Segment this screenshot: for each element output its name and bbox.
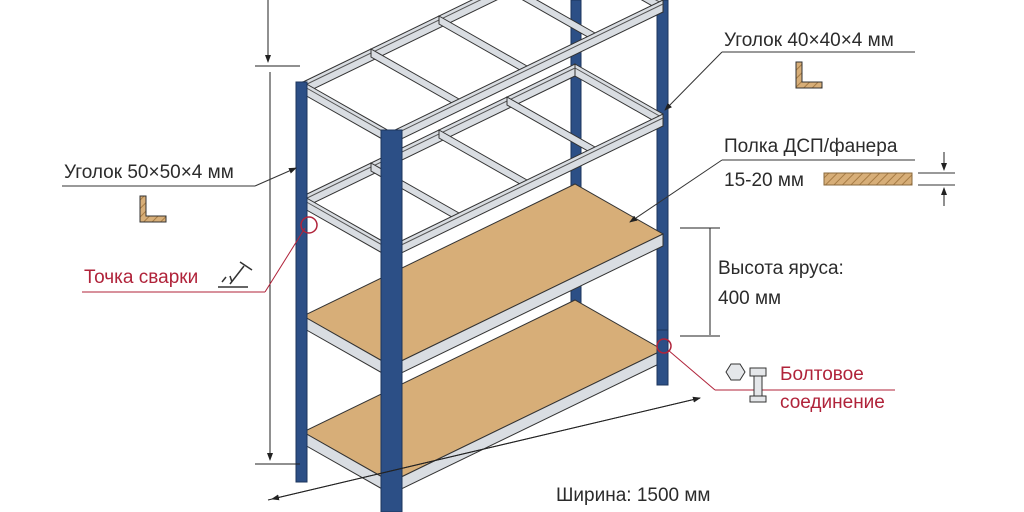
bolt-icon <box>749 367 767 403</box>
shelf-leader <box>629 159 723 223</box>
frame-front-rail-1 <box>302 81 392 145</box>
post-back-right <box>656 0 669 386</box>
weld-point-label: Точка сварки <box>84 267 199 288</box>
frame-crossbar-1-3 <box>521 0 596 42</box>
width-dimension-line-back <box>271 397 701 501</box>
bolt-joint-label-2: соединение <box>780 392 885 413</box>
angle-small-label: Уголок 40×40×4 мм <box>724 30 894 51</box>
tier-height-value: 400 мм <box>718 288 782 309</box>
shelf-thickness-label: 15-20 мм <box>724 170 804 191</box>
bolt-leader <box>667 349 716 391</box>
frame-crossbar-1-1 <box>370 48 460 108</box>
frame-crossbar-1-2 <box>438 15 528 75</box>
frame-right-rail-2-edge <box>390 117 664 251</box>
angle-large-leader <box>254 167 297 187</box>
bolt-nut-icon <box>725 363 746 381</box>
frame-left-rail-1 <box>302 0 498 95</box>
angle-profile-icon <box>795 61 823 89</box>
angle-large-label: Уголок 50×50×4 мм <box>64 162 234 183</box>
frame-back-rail-2-edge <box>574 67 664 119</box>
tier-height-title: Высота яруса: <box>718 258 844 279</box>
bolt-point-marker <box>656 338 672 354</box>
post-back-right-foot <box>656 329 669 386</box>
frame-crossbar-2-3 <box>506 96 596 156</box>
shelf-material-label: Полка ДСП/фанера <box>724 136 898 157</box>
width-label: Ширина: 1500 мм <box>556 485 711 506</box>
angle-profile-icon <box>139 195 167 223</box>
frame-right-rail-1-edge <box>390 3 664 137</box>
frame-front-rail-2-edge <box>302 199 392 251</box>
weld-leader <box>264 227 306 293</box>
frame-back-rail-2 <box>574 63 664 127</box>
weld-point-marker <box>300 216 318 234</box>
post-front-right <box>380 129 403 512</box>
frame-crossbar-2-2 <box>438 129 528 189</box>
frame-front-rail-1-edge <box>302 85 392 137</box>
board-section-icon <box>823 172 913 186</box>
weld-torch-icon <box>218 261 253 288</box>
angle-small-leader <box>664 51 723 111</box>
post-front-left <box>295 81 308 483</box>
bolt-joint-label-1: Болтовое <box>780 364 864 385</box>
